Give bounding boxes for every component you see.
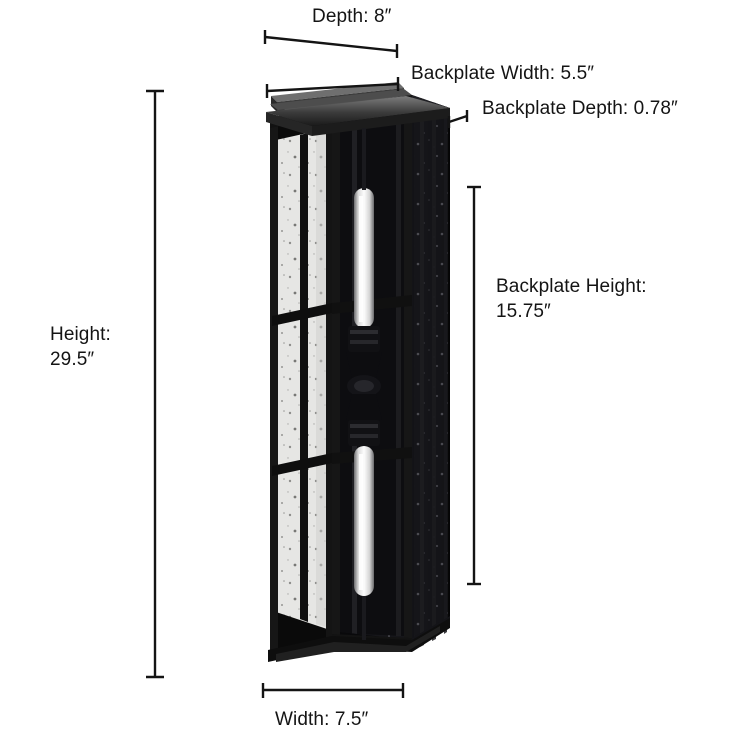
width-dimension-line bbox=[261, 683, 405, 698]
backplate-width-label: Backplate Width: 5.5″ bbox=[411, 63, 595, 84]
backplate-height-dimension-line bbox=[467, 185, 481, 586]
lamp-bulbs bbox=[346, 188, 382, 596]
height-label: Height: 29.5″ bbox=[50, 324, 111, 370]
height-dimension-line bbox=[146, 89, 164, 679]
depth-dimension-line bbox=[263, 30, 399, 58]
backplate-height-label: Backplate Height: 15.75″ bbox=[496, 276, 647, 322]
lantern-bottom-plate bbox=[268, 618, 450, 662]
backplate-depth-label: Backplate Depth: 0.78″ bbox=[482, 98, 678, 119]
depth-label: Depth: 8″ bbox=[312, 6, 392, 27]
lantern-top-cap bbox=[266, 89, 450, 136]
lantern-front-face bbox=[332, 95, 412, 650]
lantern-interior-stem bbox=[362, 128, 366, 640]
width-label: Width: 7.5″ bbox=[275, 709, 369, 730]
lantern-left-face bbox=[270, 106, 332, 660]
backplate-depth-dimension-line bbox=[447, 110, 469, 128]
backplate-width-dimension-line bbox=[265, 77, 400, 98]
backplate bbox=[271, 82, 412, 122]
lantern-right-face bbox=[412, 95, 450, 650]
